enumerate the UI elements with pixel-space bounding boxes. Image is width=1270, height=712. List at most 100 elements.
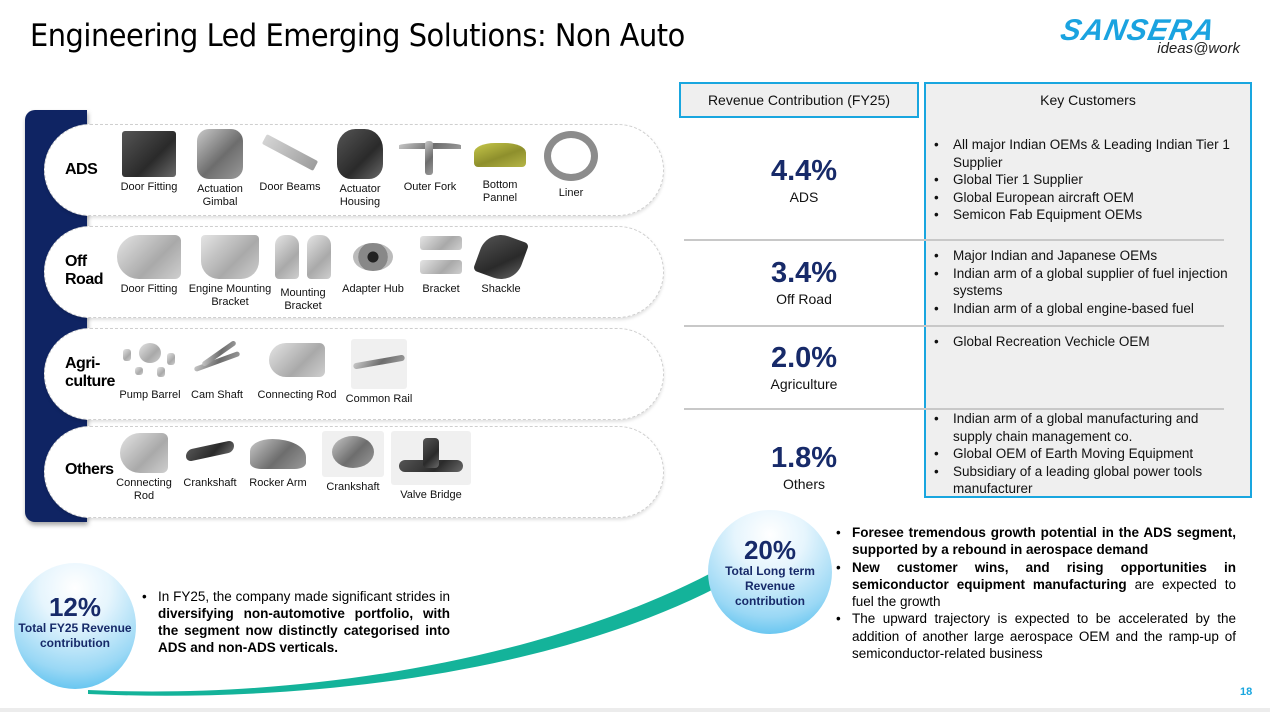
revenue-segment: ADS [789,189,819,205]
product-shackle: Shackle [471,228,531,296]
fy25-summary-bullets: In FY25, the company made significant st… [142,588,450,656]
product-image [322,431,384,477]
product-image [117,235,181,279]
product-mounting-bracket: Mounting Bracket [273,235,333,313]
customers-list-agriculture: Global Recreation Vechicle OEM [932,333,1232,351]
product-image [201,235,259,279]
customer-item: Semicon Fab Equipment OEMs [932,206,1232,224]
product-connecting-rod: Connecting Rod [109,433,179,503]
product-door-fitting: Door Fitting [111,235,187,296]
bullet-item: In FY25, the company made significant st… [142,588,450,656]
revenue-cell-others: 1.8% Others [684,442,924,492]
product-door-fitting: Door Fitting [113,131,185,194]
longterm-outlook-bullets: Foresee tremendous growth potential in t… [836,524,1236,662]
product-image [269,343,325,377]
segment-row-others: Others Connecting Rod Crankshaft Rocker … [44,426,664,518]
customer-item: Indian arm of a global supplier of fuel … [932,265,1232,300]
segment-label: ADS [65,161,98,179]
product-connecting-rod: Connecting Rod [251,339,343,402]
product-actuator-housing: Actuator Housing [327,129,393,209]
revenue-cell-ads: 4.4% ADS [684,155,924,205]
customers-list-ads: All major Indian OEMs & Leading Indian T… [932,136,1232,224]
bullet-item: New customer wins, and rising opportunit… [836,559,1236,611]
customer-item: Major Indian and Japanese OEMs [932,247,1232,265]
header-key-customers: Key Customers [924,82,1252,118]
fy25-revenue-circle: 12% Total FY25 Revenue contribution [14,563,136,689]
product-image [337,235,409,279]
segment-row-ads: ADS Door Fitting Actuation Gimbal Door B… [44,124,664,216]
longterm-revenue-circle: 20% Total Long term Revenue contribution [708,510,832,634]
segment-label: Agri- culture [65,355,115,390]
customers-list-off-road: Major Indian and Japanese OEMs Indian ar… [932,247,1232,317]
product-bottom-pannel: Bottom Pannel [469,131,531,205]
revenue-segment: Agriculture [770,376,838,392]
product-image [351,339,407,389]
fy25-revenue-value: 12% [48,592,102,622]
product-outer-fork: Outer Fork [395,131,465,194]
customer-item: Global Tier 1 Supplier [932,171,1232,189]
customer-item: Global European aircraft OEM [932,189,1232,207]
product-image [391,431,471,485]
product-image [261,133,319,171]
product-image [179,433,241,473]
product-image [474,143,526,167]
product-valve-bridge: Valve Bridge [391,431,471,502]
revenue-pct: 3.4% [770,257,838,289]
customer-item: Indian arm of a global manufacturing and… [932,410,1232,445]
segment-label-text: ADS [65,161,98,178]
product-image [197,129,243,179]
revenue-cell-agriculture: 2.0% Agriculture [684,342,924,392]
product-image [411,235,471,279]
product-door-beams: Door Beams [255,131,325,194]
row-divider [684,325,1224,327]
product-image [544,131,598,181]
sansera-logo: SANSERA ideas@work [1043,14,1243,64]
revenue-cell-off-road: 3.4% Off Road [684,257,924,307]
product-image [122,131,176,177]
customers-list-others: Indian arm of a global manufacturing and… [932,410,1232,498]
customer-item: All major Indian OEMs & Leading Indian T… [932,136,1232,171]
product-rocker-arm: Rocker Arm [243,433,313,490]
page-title: Engineering Led Emerging Solutions: Non … [30,18,685,54]
revenue-segment: Others [782,476,825,492]
product-pump-barrel: Pump Barrel [113,339,187,402]
product-crankshaft: Crankshaft [179,433,241,490]
product-image [273,235,333,283]
page-number: 18 [1240,686,1253,698]
footer-band [0,708,1270,712]
customer-item: Subsidiary of a leading global power too… [932,463,1232,498]
segment-row-agriculture: Agri- culture Pump Barrel Cam Shaft Conn… [44,328,664,420]
product-image [250,439,306,469]
revenue-pct: 1.8% [770,442,838,474]
segment-row-off-road: Off Road Door Fitting Engine Mounting Br… [44,226,664,318]
product-image [395,131,465,177]
product-image [337,129,383,179]
product-liner: Liner [535,131,607,200]
revenue-segment: Off Road [776,291,832,307]
bullet-item: Foresee tremendous growth potential in t… [836,524,1236,559]
revenue-pct: 4.4% [770,155,838,187]
customer-item: Global Recreation Vechicle OEM [932,333,1232,351]
product-crankshaft-2: Crankshaft [317,431,389,494]
product-adapter-hub: Adapter Hub [337,235,409,296]
customer-item: Indian arm of a global engine-based fuel [932,300,1232,318]
segment-label: Off Road [65,253,104,288]
product-image [120,433,168,473]
bullet-item: The upward trajectory is expected to be … [836,610,1236,662]
product-common-rail: Common Rail [341,339,417,406]
product-bracket: Bracket [411,235,471,296]
product-image [187,339,247,379]
row-divider [684,239,1224,241]
product-engine-mounting-bracket: Engine Mounting Bracket [185,235,275,309]
customer-item: Global OEM of Earth Moving Equipment [932,445,1232,463]
longterm-revenue-value: 20% [743,535,797,565]
product-actuation-gimbal: Actuation Gimbal [187,129,253,209]
header-revenue-contribution: Revenue Contribution (FY25) [679,82,919,118]
segment-label: Others [65,461,114,478]
product-image [113,339,187,379]
revenue-pct: 2.0% [770,342,838,374]
product-cam-shaft: Cam Shaft [187,339,247,402]
logo-tagline: ideas@work [1157,40,1240,57]
product-image [472,228,530,286]
row-divider [684,408,1224,410]
